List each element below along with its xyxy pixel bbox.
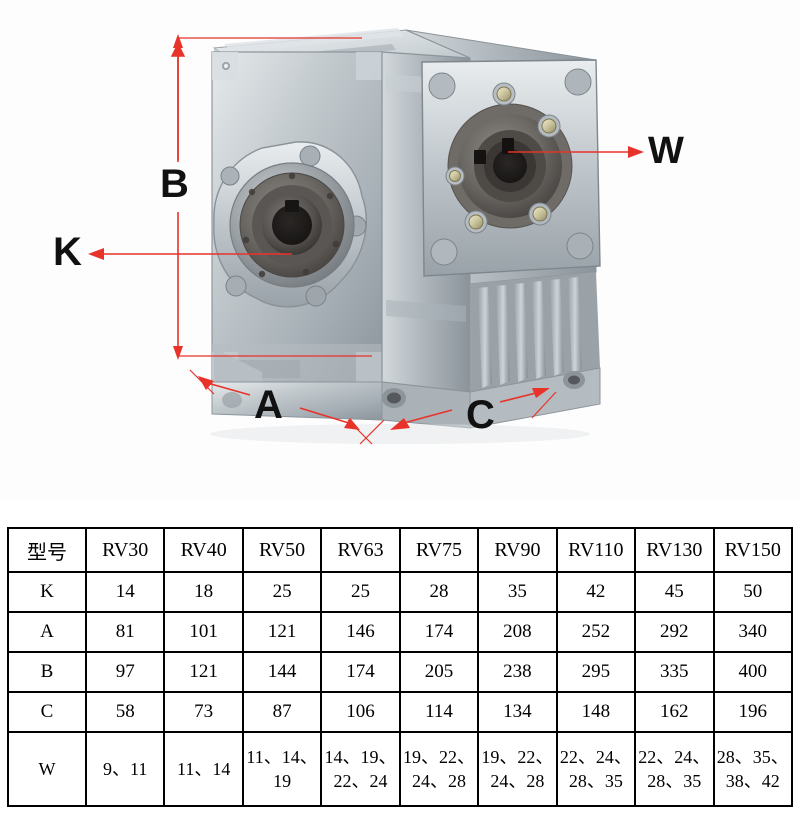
cell-c-rv63: 106 <box>320 691 401 733</box>
cell-a-rv150: 340 <box>712 611 793 653</box>
cell-c-rv30: 58 <box>84 691 166 733</box>
cell-a-rv40: 101 <box>163 611 244 653</box>
cell-w-rv130: 22、24、28、35 <box>634 731 715 807</box>
cell-a-rv63: 146 <box>320 611 401 653</box>
gearbox-illustration <box>88 28 644 445</box>
cell-k-rv75: 28 <box>398 571 480 613</box>
product-diagram: B K W A C <box>53 28 684 445</box>
dimension-label-k: K <box>53 230 82 274</box>
cell-w-rv30: 9、11 <box>84 731 166 807</box>
row-header-label: 型号 <box>7 527 87 573</box>
cell-w-rv40: 11、14 <box>163 731 244 807</box>
cell-k-rv130: 45 <box>634 571 715 613</box>
cell-c-rv50: 87 <box>241 691 323 733</box>
cell-c-rv150: 196 <box>712 691 793 733</box>
dimension-label-a: A <box>254 383 283 427</box>
cell-c-rv40: 73 <box>163 691 244 733</box>
cell-w-rv150: 28、35、38、42 <box>712 731 793 807</box>
cell-w-rv110: 22、24、28、35 <box>555 731 637 807</box>
cell-k-rv150: 50 <box>712 571 793 613</box>
row-label-c: C <box>7 691 87 733</box>
dimension-label-b: B <box>160 162 189 206</box>
cell-c-rv130: 162 <box>634 691 715 733</box>
dimension-label-c: C <box>466 393 495 437</box>
column-header-model-rv50: RV50 <box>241 527 323 573</box>
cell-k-rv50: 25 <box>241 571 323 613</box>
cell-w-rv63: 14、19、22、24 <box>320 731 401 807</box>
flange-bolts <box>445 82 561 234</box>
cell-k-rv90: 35 <box>477 571 558 613</box>
column-header-model-rv130: RV130 <box>634 527 715 573</box>
cell-a-rv30: 81 <box>84 611 166 653</box>
cell-b-rv75: 205 <box>398 651 480 693</box>
cell-b-rv40: 121 <box>163 651 244 693</box>
cell-a-rv110: 252 <box>555 611 637 653</box>
column-header-model-rv75: RV75 <box>398 527 480 573</box>
cell-a-rv50: 121 <box>241 611 323 653</box>
column-header-model-rv90: RV90 <box>477 527 558 573</box>
cell-b-rv110: 295 <box>555 651 637 693</box>
row-label-a: A <box>7 611 87 653</box>
column-header-model-rv150: RV150 <box>712 527 793 573</box>
cell-b-rv30: 97 <box>84 651 166 693</box>
cell-k-rv30: 14 <box>84 571 166 613</box>
cell-k-rv40: 18 <box>163 571 244 613</box>
cooling-fins <box>478 277 582 388</box>
cell-c-rv110: 148 <box>555 691 637 733</box>
column-header-model-rv30: RV30 <box>84 527 166 573</box>
column-header-model-rv110: RV110 <box>555 527 637 573</box>
row-label-b: B <box>7 651 87 693</box>
cell-a-rv90: 208 <box>477 611 558 653</box>
cell-b-rv63: 174 <box>320 651 401 693</box>
cell-w-rv75: 19、22、24、28 <box>398 731 480 807</box>
dimension-label-w: W <box>648 130 684 172</box>
cell-b-rv50: 144 <box>241 651 323 693</box>
cell-w-rv90: 19、22、24、28 <box>477 731 558 807</box>
column-header-model-rv63: RV63 <box>320 527 401 573</box>
column-header-model-rv40: RV40 <box>163 527 244 573</box>
row-label-k: K <box>7 571 87 613</box>
cell-a-rv75: 174 <box>398 611 480 653</box>
cell-c-rv75: 114 <box>398 691 480 733</box>
cell-k-rv63: 25 <box>320 571 401 613</box>
row-label-w: W <box>7 731 87 807</box>
cell-b-rv90: 238 <box>477 651 558 693</box>
cell-b-rv150: 400 <box>712 651 793 693</box>
cell-c-rv90: 134 <box>477 691 558 733</box>
reducer-housing <box>210 28 601 444</box>
dimension-lines <box>88 34 644 445</box>
cell-b-rv130: 335 <box>634 651 715 693</box>
cell-k-rv110: 42 <box>555 571 637 613</box>
cell-w-rv50: 11、14、19 <box>241 731 323 807</box>
cell-a-rv130: 292 <box>634 611 715 653</box>
